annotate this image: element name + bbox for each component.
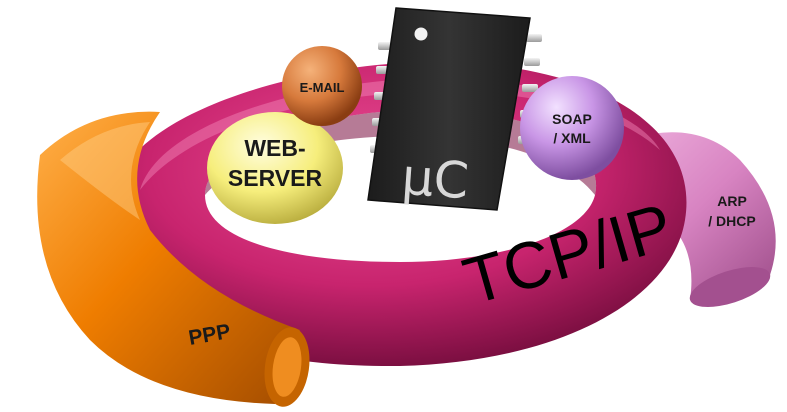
web-server-ball (207, 112, 343, 224)
chip-pin1-marker (414, 27, 428, 41)
soap-xml-label-line1: SOAP (552, 111, 592, 127)
web-server-label-line2: SERVER (228, 165, 323, 191)
arp-dhcp-label-line2: / DHCP (708, 213, 755, 229)
chip-label: µC (400, 148, 471, 211)
soap-xml-ball (520, 76, 624, 180)
web-server-label-line1: WEB- (244, 135, 305, 161)
arp-dhcp-label-line1: ARP (717, 193, 747, 209)
microcontroller-chip (367, 7, 542, 211)
email-label: E-MAIL (300, 80, 345, 95)
ppp-tube (37, 111, 310, 407)
soap-xml-label-line2: / XML (553, 130, 591, 146)
email-ball (282, 46, 362, 126)
